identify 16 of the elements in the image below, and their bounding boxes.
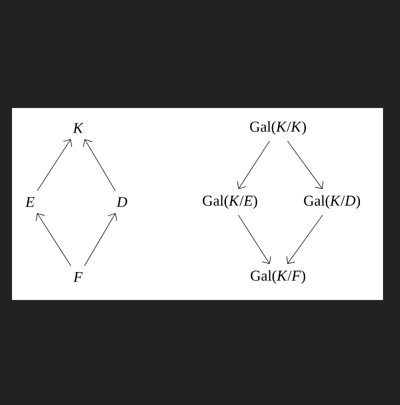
field-label: D — [116, 197, 128, 207]
arrow — [237, 140, 270, 189]
arrow — [84, 213, 118, 266]
arrow — [36, 139, 72, 192]
group-label: Gal(K/D) — [304, 195, 360, 209]
arrow — [36, 213, 72, 266]
arrow — [286, 214, 323, 264]
field-label: K — [72, 123, 84, 133]
group-label: Gal(K/F) — [250, 270, 306, 284]
field-label: E — [25, 197, 34, 207]
arrow — [238, 214, 271, 264]
field-label: F — [73, 272, 83, 282]
arrow — [287, 140, 324, 189]
arrow — [83, 139, 116, 192]
group-label: Gal(K/E) — [202, 195, 258, 209]
group-label: Gal(K/K) — [250, 121, 306, 135]
